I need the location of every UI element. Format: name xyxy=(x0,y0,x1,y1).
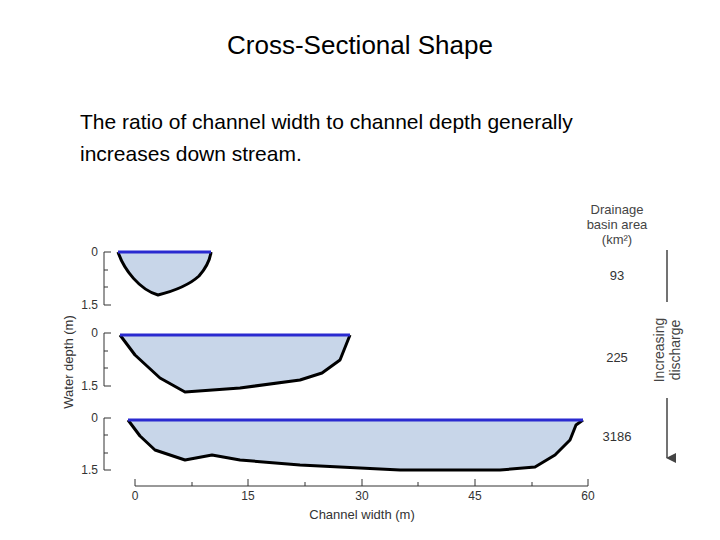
arrow-label: Increasing discharge xyxy=(651,308,683,392)
area-value: 225 xyxy=(606,350,628,365)
tick-label: 1.5 xyxy=(81,463,98,477)
water-surface xyxy=(128,419,583,422)
water-surface xyxy=(118,251,211,254)
column-heading: Drainage basin area (km²) xyxy=(576,202,658,247)
body-text: The ratio of channel width to channel de… xyxy=(80,106,600,170)
tick-label: 1.5 xyxy=(81,379,98,393)
channel-water xyxy=(128,420,583,470)
discharge-arrow xyxy=(666,398,668,458)
width-axis xyxy=(135,479,588,486)
tick-label: 45 xyxy=(468,489,481,503)
tick-label: 0 xyxy=(91,245,98,259)
depth-axis xyxy=(104,252,111,470)
tick-label: 0 xyxy=(91,326,98,340)
tick-label: 30 xyxy=(355,489,368,503)
discharge-arrow xyxy=(666,250,668,302)
channel-bed xyxy=(118,252,211,295)
tick-label: 1.5 xyxy=(81,298,98,312)
axis-title: Water depth (m) xyxy=(61,315,76,408)
tick-label: 0 xyxy=(91,411,98,425)
channel-bed xyxy=(120,335,350,392)
tick-label: 60 xyxy=(581,489,594,503)
area-value: 3186 xyxy=(603,429,632,444)
area-value: 93 xyxy=(610,268,624,283)
axis-title: Channel width (m) xyxy=(309,507,415,522)
tick-label: 0 xyxy=(132,489,139,503)
slide-title: Cross-Sectional Shape xyxy=(227,30,493,61)
channel-water xyxy=(118,252,211,295)
water-surface xyxy=(120,334,350,337)
channel-water xyxy=(120,335,350,392)
channel-bed xyxy=(128,420,583,470)
tick-label: 15 xyxy=(241,489,254,503)
